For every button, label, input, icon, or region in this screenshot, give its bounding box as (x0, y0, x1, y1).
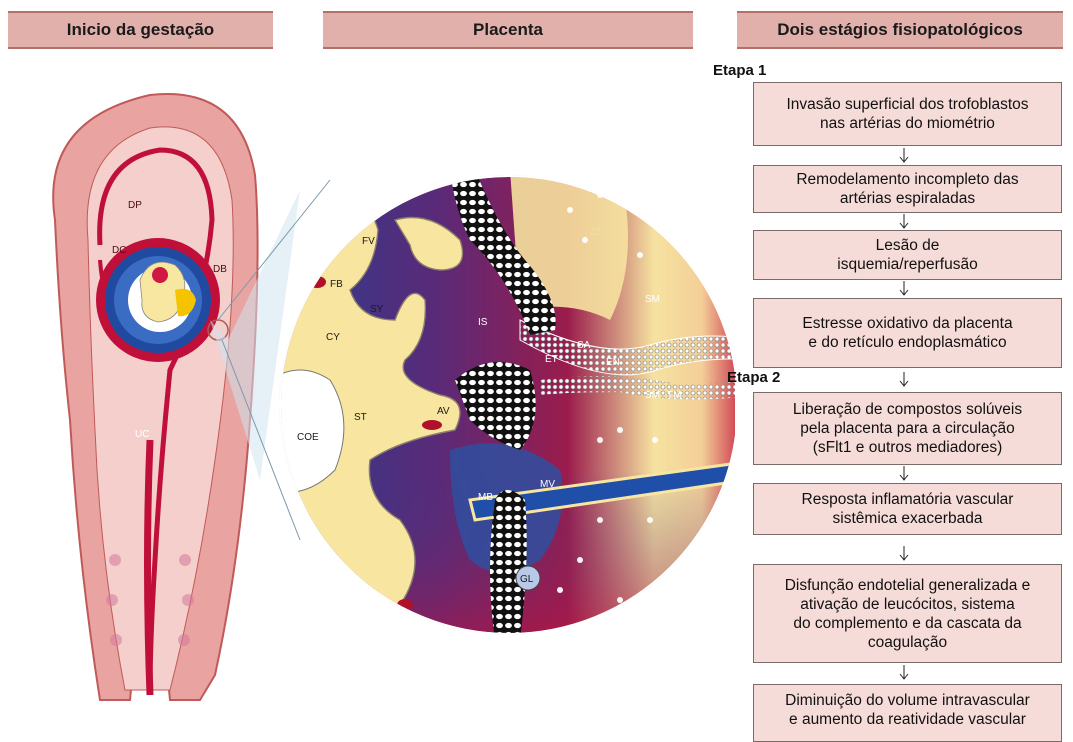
label-sy: SY (370, 304, 384, 315)
illustration: DP DC DB UC (0, 0, 735, 742)
label-jz: JZ (590, 227, 601, 238)
stage-2-label: Etapa 2 (727, 369, 780, 386)
flow-box-estresse: Estresse oxidativo da placenta e do retí… (753, 298, 1062, 368)
label-et-top: ET (435, 152, 448, 163)
flow-box-diminuicao: Diminuição do volume intravascular e aum… (753, 684, 1062, 742)
stage-1-label: Etapa 1 (713, 62, 766, 79)
label-sa: SA (577, 340, 591, 351)
label-gl: GL (520, 574, 534, 585)
trophoblast-column-bottom (490, 490, 527, 640)
label-coe: COE (297, 432, 319, 443)
flow-arrow-3 (897, 281, 911, 297)
uterus: DP DC DB UC (53, 94, 257, 700)
flow-box-disfuncao: Disfunção endotelial generalizada e ativ… (753, 564, 1062, 663)
placenta-section: ET FV FB SY CY IS JZ SM SA ET EN SM TM C… (270, 152, 735, 650)
flow-box-remodelamento: Remodelamento incompleto das artérias es… (753, 165, 1062, 213)
flow-box-invasao: Invasão superficial dos trofoblastos nas… (753, 82, 1062, 146)
flow-box-liberacao: Liberação de compostos solúveis pela pla… (753, 392, 1062, 465)
header-dois-estagios: Dois estágios fisiopatológicos (737, 11, 1063, 49)
label-fb: FB (330, 279, 343, 290)
label-sm-top: SM (645, 294, 660, 305)
label-cy: CY (326, 332, 340, 343)
label-en: EN (606, 357, 620, 368)
flow-arrow-4 (897, 372, 911, 388)
uterus-label-dc: DC (112, 245, 126, 256)
label-fv: FV (362, 236, 375, 247)
label-av: AV (437, 406, 450, 417)
flow-arrow-2 (897, 214, 911, 230)
flow-arrow-6 (897, 546, 911, 562)
uterus-label-uc: UC (135, 429, 149, 440)
label-st: ST (354, 412, 367, 423)
flow-arrow-5 (897, 466, 911, 482)
header-label: Dois estágios fisiopatológicos (777, 20, 1023, 40)
yolk-sac (152, 267, 168, 283)
flow-arrow-1 (897, 148, 911, 164)
label-sm-bottom: SM (645, 390, 660, 401)
flow-box-lesao: Lesão de isquemia/reperfusão (753, 230, 1062, 280)
uterus-label-db: DB (213, 264, 227, 275)
label-is: IS (478, 317, 488, 328)
label-tm: TM (667, 390, 681, 401)
label-et-mid: ET (545, 354, 558, 365)
uterus-label-dp: DP (128, 200, 142, 211)
flow-arrow-7 (897, 665, 911, 681)
flow-box-resposta: Resposta inflamatória vascular sistêmica… (753, 483, 1062, 535)
label-mv: MV (540, 479, 555, 490)
label-mb: MB (478, 492, 493, 503)
villous-artery (422, 420, 442, 430)
